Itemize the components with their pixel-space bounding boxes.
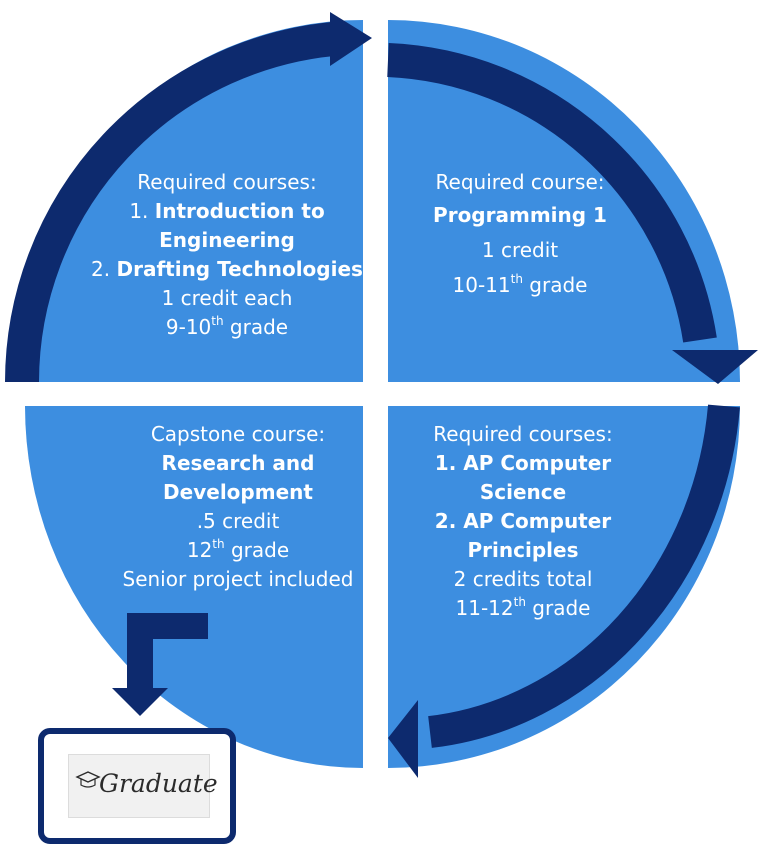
- br-grade: 11-12th grade: [455, 595, 591, 620]
- tl-grade: 9-10th grade: [165, 314, 289, 339]
- bl-note: Senior project included: [122, 567, 354, 591]
- tl-item1-name: Introduction to Engineering: [154, 199, 325, 252]
- arrow-head-right: [672, 350, 758, 384]
- graduate-logo: Graduate: [68, 754, 218, 818]
- bl-course: Research and Development: [161, 451, 315, 504]
- graduate-label: Graduate: [99, 769, 218, 798]
- bottom-left-text: Capstone course: Research and Developmen…: [88, 420, 388, 594]
- bl-credit: .5 credit: [196, 509, 280, 533]
- tl-item2-name: Drafting Technologies: [116, 257, 363, 281]
- arrow-head-graduate: [112, 688, 168, 716]
- top-right-text: Required course: Programming 1 1 credit …: [400, 168, 640, 300]
- tl-credit: 1 credit each: [161, 286, 293, 310]
- arrow-top-right-arc: [387, 43, 717, 343]
- bl-heading: Capstone course:: [150, 422, 326, 446]
- arrow-bottom-right-arc: [428, 404, 740, 748]
- graduate-box: Graduate: [38, 728, 236, 844]
- br-credit: 2 credits total: [453, 567, 593, 591]
- arrow-head-bottom: [388, 700, 418, 778]
- tr-heading: Required course:: [435, 170, 605, 194]
- tr-grade: 10-11th grade: [452, 272, 588, 297]
- bottom-right-text: Required courses: 1. AP Computer Science…: [398, 420, 648, 623]
- graduation-cap-icon: [75, 771, 101, 788]
- br-heading: Required courses:: [433, 422, 613, 446]
- quadrant-top-right: [388, 20, 740, 382]
- tl-item1: 1. Introduction to Engineering: [129, 199, 325, 252]
- tr-credit: 1 credit: [481, 238, 559, 262]
- top-left-text: Required courses: 1. Introduction to Eng…: [72, 168, 382, 342]
- arrow-to-graduate: [127, 613, 208, 700]
- arrow-head-top: [330, 12, 372, 66]
- arrow-top-left-arc: [5, 21, 347, 383]
- quadrant-top-left: [10, 20, 363, 382]
- tr-course: Programming 1: [433, 203, 607, 227]
- br-item1: 1. AP Computer Science: [434, 451, 612, 504]
- quadrant-bottom-right: [388, 406, 740, 768]
- tl-item2: 2. Drafting Technologies: [91, 257, 363, 281]
- quadrant-bottom-left: [25, 406, 363, 768]
- bl-grade: 12th grade: [186, 537, 290, 562]
- br-item2: 2. AP Computer Principles: [434, 509, 612, 562]
- tl-heading: Required courses:: [137, 170, 317, 194]
